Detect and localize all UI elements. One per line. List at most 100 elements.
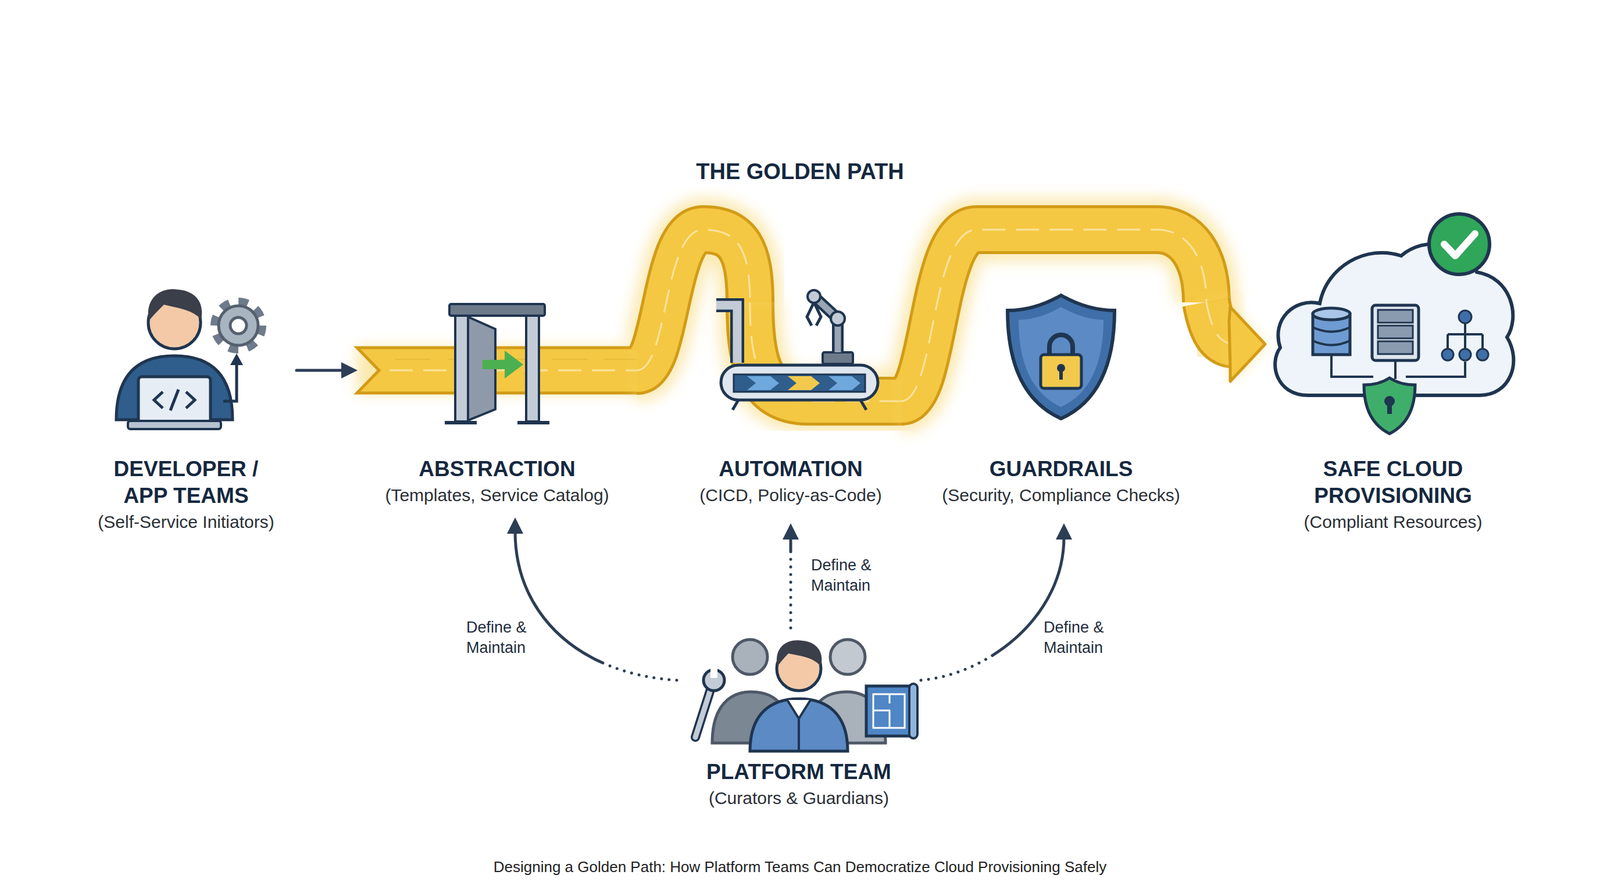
team-box: PLATFORM TEAM(Curators & Guardians) — [676, 627, 921, 814]
developer-icon-part — [127, 420, 221, 430]
automation-icon-part — [733, 374, 866, 392]
automation-icon-part — [830, 311, 845, 326]
node-heading: PLATFORM TEAM — [676, 758, 921, 786]
gateway-door-icon — [444, 304, 550, 423]
node-heading: SAFE CLOUD PROVISIONING — [1305, 455, 1481, 510]
gateway-door-icon-part — [526, 315, 539, 422]
cloud-resources-icon-part — [1312, 327, 1350, 346]
edge-label: Define & Maintain — [1043, 617, 1131, 659]
arrow-head — [506, 517, 524, 534]
define-maintain-arrow — [506, 517, 677, 681]
platform-team-icon-part — [873, 694, 905, 728]
security-shield-icon-part — [1007, 295, 1115, 419]
cloud-resources-icon-part — [1377, 341, 1413, 355]
cloud-resources-icon-part — [1372, 305, 1419, 361]
flow-arrow — [296, 362, 358, 379]
diagram-title: THE GOLDEN PATH — [0, 156, 1600, 187]
outcome-box: SAFE CLOUD PROVISIONING(Compliant Resour… — [1265, 220, 1521, 535]
platform-team-icon-part — [695, 686, 712, 738]
golden-path-ribbon — [356, 347, 642, 394]
developer-icon-part — [170, 389, 179, 411]
connector-line — [789, 537, 793, 628]
automation-icon-part — [716, 305, 738, 363]
automation-icon-part — [787, 376, 820, 391]
node-subtitle: (Security, Compliance Checks) — [915, 483, 1207, 507]
cloud-resources-icon-part — [1377, 325, 1413, 339]
ribbon-circuit — [636, 229, 750, 371]
diagram-caption: Designing a Golden Path: How Platform Te… — [0, 856, 1600, 877]
developer-icon-part — [223, 363, 237, 402]
cloud-resources-icon-part — [1312, 308, 1350, 320]
cloud-resources-icon-part — [1459, 348, 1471, 361]
node-subtitle: (Compliant Resources) — [1265, 510, 1521, 534]
platform-team-icon-part — [830, 639, 866, 675]
cloud-resources-icon-part — [1377, 309, 1413, 323]
golden-path-ribbon-part — [356, 347, 642, 394]
security-shield-icon-part — [1018, 306, 1104, 407]
cloud-resources-icon-part — [1331, 355, 1466, 380]
arrow-head — [1229, 306, 1266, 382]
cloud-resources-icon-part — [1387, 402, 1392, 414]
platform-team-icon-part — [909, 683, 918, 739]
node-heading: ABSTRACTION — [357, 455, 637, 483]
define-maintain-arrow — [782, 523, 799, 628]
edge-label: Define & Maintain — [811, 555, 899, 596]
actor-box: DEVELOPER / APP TEAMS(Self-Service Initi… — [75, 290, 297, 535]
automation-icon-part — [732, 400, 739, 410]
stage-box: GUARDRAILS(Security, Compliance Checks) — [915, 279, 1207, 524]
developer-icon-part — [230, 317, 247, 334]
developer-icon-part — [148, 288, 202, 321]
cloud-resources-icon-part — [1444, 233, 1475, 256]
security-shield-icon-part — [1049, 334, 1073, 356]
developer-icon-part — [186, 391, 195, 409]
golden-path-ribbon-part — [395, 358, 640, 360]
node-subtitle: (Templates, Service Catalog) — [357, 483, 637, 507]
cloud-resources-icon-part — [1458, 310, 1472, 324]
platform-team-icon — [695, 639, 918, 752]
cloud-resources-icon-part — [1476, 348, 1489, 361]
automation-icon-part — [807, 290, 821, 303]
automation-icon-part — [747, 376, 780, 391]
cloud-resources-icon-part — [1363, 377, 1416, 434]
node-subtitle: (CICD, Policy-as-Code) — [680, 483, 902, 507]
platform-team-icon-part — [732, 639, 768, 675]
cloud-resources-icon-part — [1447, 322, 1483, 349]
automation-icon-part — [860, 400, 867, 410]
platform-team-icon-part — [695, 686, 712, 738]
cloud-resources-icon-part — [1429, 213, 1490, 275]
edge-label: Define & Maintain — [466, 617, 554, 659]
arrow-head — [1055, 523, 1073, 540]
cloud-resources-icon-part — [1441, 348, 1454, 361]
node-subtitle: (Self-Service Initiators) — [75, 510, 297, 534]
gateway-door-icon-part — [455, 315, 469, 422]
developer-icon-part — [154, 391, 163, 409]
gateway-door-icon-part — [517, 420, 550, 425]
platform-team-icon-part — [866, 686, 913, 737]
ribbon-fill — [636, 229, 750, 371]
ribbon-edge — [636, 229, 750, 371]
connector-line — [296, 369, 346, 373]
node-heading: DEVELOPER / APP TEAMS — [98, 455, 274, 510]
platform-team-icon-part — [787, 700, 811, 719]
arrow-head — [782, 523, 799, 540]
platform-team-icon-part — [710, 667, 718, 678]
gateway-door-icon-part — [444, 420, 477, 425]
golden-path-ribbon-part — [356, 347, 642, 394]
developer-icon-part — [218, 305, 259, 346]
connector-line — [515, 531, 677, 681]
golden-path-segment — [636, 229, 750, 371]
cloud-resources-icon — [1275, 213, 1514, 434]
node-heading: GUARDRAILS — [915, 455, 1207, 483]
gateway-door-icon-part — [482, 359, 507, 370]
connector-line — [920, 537, 1064, 681]
gateway-door-icon-part — [449, 304, 545, 316]
automation-icon-part — [720, 365, 878, 400]
security-shield-icon-part — [1040, 354, 1082, 389]
automation-icon-part — [716, 305, 738, 363]
security-shield-icon — [1007, 295, 1115, 419]
automation-icon-part — [828, 376, 861, 391]
developer-icon — [116, 288, 262, 430]
